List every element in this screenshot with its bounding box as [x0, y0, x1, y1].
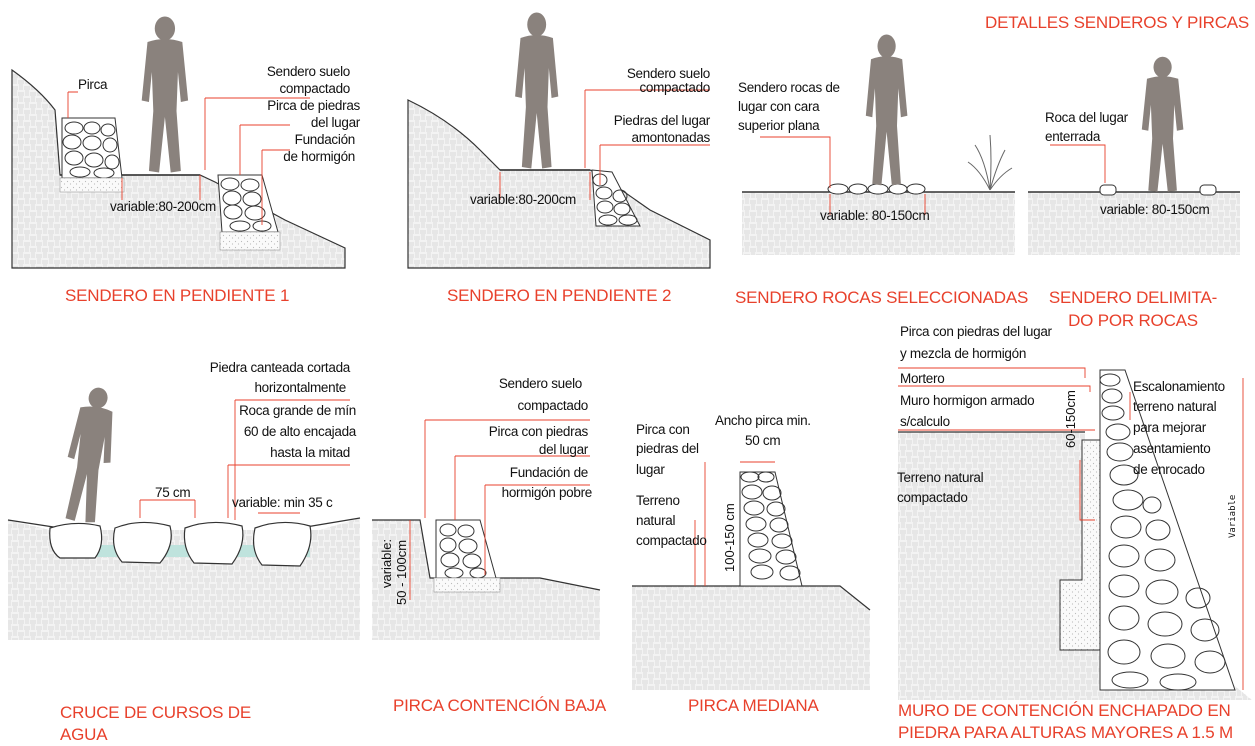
label-mortero: Mortero: [900, 371, 945, 386]
panel-4-title-line1: SENDERO DELIMITA-: [1048, 288, 1218, 307]
label-rocas-a: Sendero rocas de: [738, 80, 840, 95]
label-esc-b: terreno natural: [1133, 399, 1217, 414]
label-piedra-a: Piedra canteada cortada: [209, 360, 351, 375]
label-fundacion-b: de hormigón: [283, 149, 355, 164]
label-variable: Variable: [1228, 494, 1238, 538]
label-terreno-b: compactado: [897, 490, 968, 505]
label-fundacion-a: Fundación: [294, 132, 356, 147]
panel-4-drawing: [1028, 56, 1240, 255]
panel-1-title: SENDERO EN PENDIENTE 1: [65, 286, 290, 305]
panel-5-title-line2: AGUA: [60, 725, 108, 744]
panel-3-drawing: [742, 34, 1015, 255]
label-terreno-b: natural: [636, 513, 676, 528]
panel-6-drawing: [372, 419, 601, 640]
label-esc-e: de enrocado: [1133, 462, 1205, 477]
dimension-p8: 60-150cm: [1063, 390, 1078, 448]
label-roca-b: 60 de alto encajada: [243, 424, 356, 439]
label-roca-b: enterrada: [1045, 129, 1101, 144]
panel-1-drawing: [11, 16, 346, 269]
label-pirca-a: Pirca con: [636, 422, 690, 437]
label-ancho-b: 50 cm: [745, 433, 781, 448]
label-muro-b: s/calculo: [900, 414, 950, 429]
label-terreno-c: compactado: [636, 533, 707, 548]
label-esc-a: Escalonamiento: [1133, 379, 1225, 394]
label-rocas-c: superior plana: [738, 118, 820, 133]
dimension-p4: variable: 80-150cm: [1100, 202, 1210, 217]
dimension-p7: 100-150 cm: [722, 503, 737, 572]
label-roca-c: hasta la mitad: [270, 445, 350, 460]
dimension-p2: variable:80-200cm: [470, 192, 576, 207]
label-fund-b: hormigón pobre: [501, 485, 593, 500]
label-rocas-b: lugar con cara: [738, 99, 820, 114]
label-sendero-b: compactado: [517, 398, 588, 413]
label-pirca-piedras-a: Pirca de piedras: [267, 98, 360, 113]
sheet-title: DETALLES SENDEROS Y PIRCAS: [985, 13, 1250, 32]
dimension-p3: variable: 80-150cm: [820, 208, 930, 223]
panel-4-title-line2: DO POR ROCAS: [1068, 311, 1198, 330]
dimension-variable: variable: min 35 c: [232, 495, 333, 510]
panel-2-title: SENDERO EN PENDIENTE 2: [447, 286, 672, 305]
label-terreno-a: Terreno natural: [897, 470, 984, 485]
label-esc-d: asentamiento: [1133, 441, 1211, 456]
label-muro-a: Muro hormigon armado: [900, 393, 1035, 408]
label-ancho-a: Ancho pirca min.: [715, 413, 811, 428]
label-piedras-b: amontonadas: [631, 130, 710, 145]
panel-8-title-line1: MURO DE CONTENCIÓN ENCHAPADO EN: [898, 701, 1231, 720]
label-pirca: Pirca: [78, 77, 108, 92]
label-roca-a: Roca del lugar: [1045, 110, 1128, 125]
dimension-line1: variable:: [379, 538, 394, 588]
label-pirca-a: Pirca con piedras del lugar: [900, 324, 1052, 339]
label-pirca-b: y mezcla de hormigón: [900, 346, 1027, 361]
label-sendero-b: compactado: [639, 80, 710, 95]
label-pirca-b: piedras del: [636, 441, 699, 456]
panel-6-title: PIRCA CONTENCIÓN BAJA: [393, 696, 607, 715]
label-sendero-a: Sendero suelo: [498, 376, 582, 391]
label-pirca-a: Pirca con piedras: [488, 424, 589, 439]
label-roca-a: Roca grande de mín: [239, 403, 356, 418]
dimension-p1: variable:80-200cm: [110, 199, 216, 214]
dimension-75: 75 cm: [155, 485, 191, 500]
panel-3-title: SENDERO ROCAS SELECCIONADAS: [735, 288, 1029, 307]
panel-2-drawing: [407, 12, 711, 269]
label-esc-c: para mejorar: [1133, 420, 1206, 435]
label-sendero-a: Sendero suelo: [266, 64, 350, 79]
label-piedra-b: horizontalmente: [254, 380, 346, 395]
label-sendero-b: compactado: [279, 81, 350, 96]
label-pirca-c: lugar: [636, 462, 665, 477]
label-terreno-a: Terreno: [636, 493, 680, 508]
label-sendero-a: Sendero suelo: [626, 66, 710, 81]
dimension-line2: 50 - 100cm: [394, 539, 409, 605]
label-pirca-b: del lugar: [538, 442, 588, 457]
panel-5-drawing: [7, 384, 361, 640]
panel-7-title: PIRCA MEDIANA: [688, 696, 819, 715]
label-piedras-a: Piedras del lugar: [613, 113, 711, 128]
label-fund-a: Fundación de: [509, 465, 589, 480]
label-pirca-piedras-b: del lugar: [310, 115, 360, 130]
panel-7-drawing: [632, 461, 871, 690]
panel-5-title-line1: CRUCE DE CURSOS DE: [60, 703, 251, 722]
panel-8-drawing: [898, 367, 1252, 700]
panel-8-title-line2: PIEDRA PARA ALTURAS MAYORES A 1.5 M: [898, 723, 1234, 742]
